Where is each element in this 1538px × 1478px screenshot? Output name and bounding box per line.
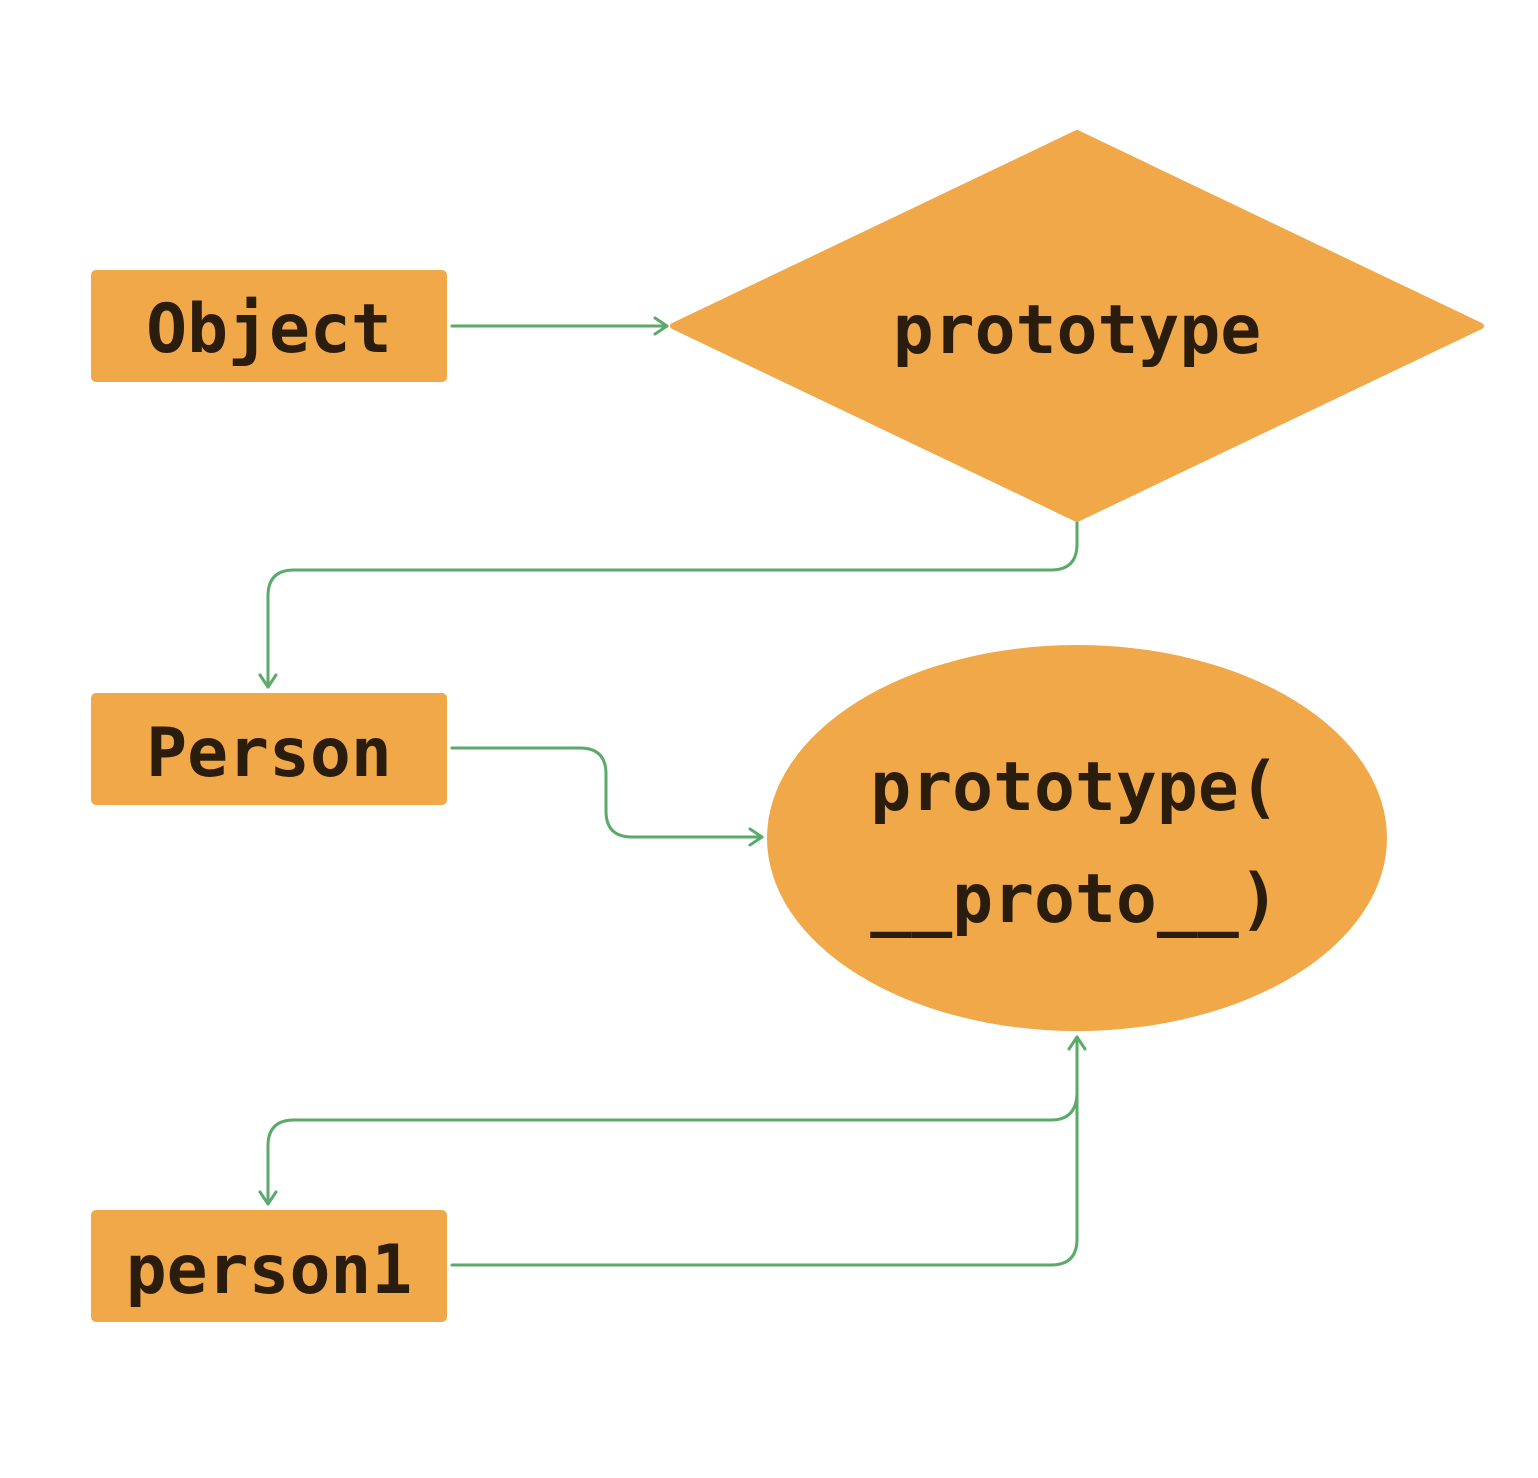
edge-person1-to-prototype-ellipse [450,1035,1087,1267]
prototype-ellipse-shape [767,645,1387,1031]
object-box [91,270,447,382]
edges [258,316,1087,1267]
prototype-ellipse-label-line1: prototype( [870,748,1279,827]
edge-person-to-prototype-ellipse [450,746,764,847]
edge-prototype-ellipse-to-person1 [258,1090,1079,1206]
person1-box [91,1210,447,1322]
node-object: Object [91,270,447,382]
object-label: Object [146,290,392,369]
person-box [91,693,447,805]
person1-label: person1 [126,1231,413,1310]
prototype-diamond-shape [670,130,1484,522]
prototype-diamond-label: prototype [893,291,1261,370]
node-prototype-diamond: prototype [670,130,1484,522]
node-prototype-ellipse: prototype( __proto__) [767,645,1387,1031]
edge-prototype-to-person [258,519,1079,689]
node-person: Person [91,693,447,805]
person-label: Person [146,714,392,793]
node-person1: person1 [91,1210,447,1322]
prototype-ellipse-label-line2: __proto__) [870,860,1279,939]
